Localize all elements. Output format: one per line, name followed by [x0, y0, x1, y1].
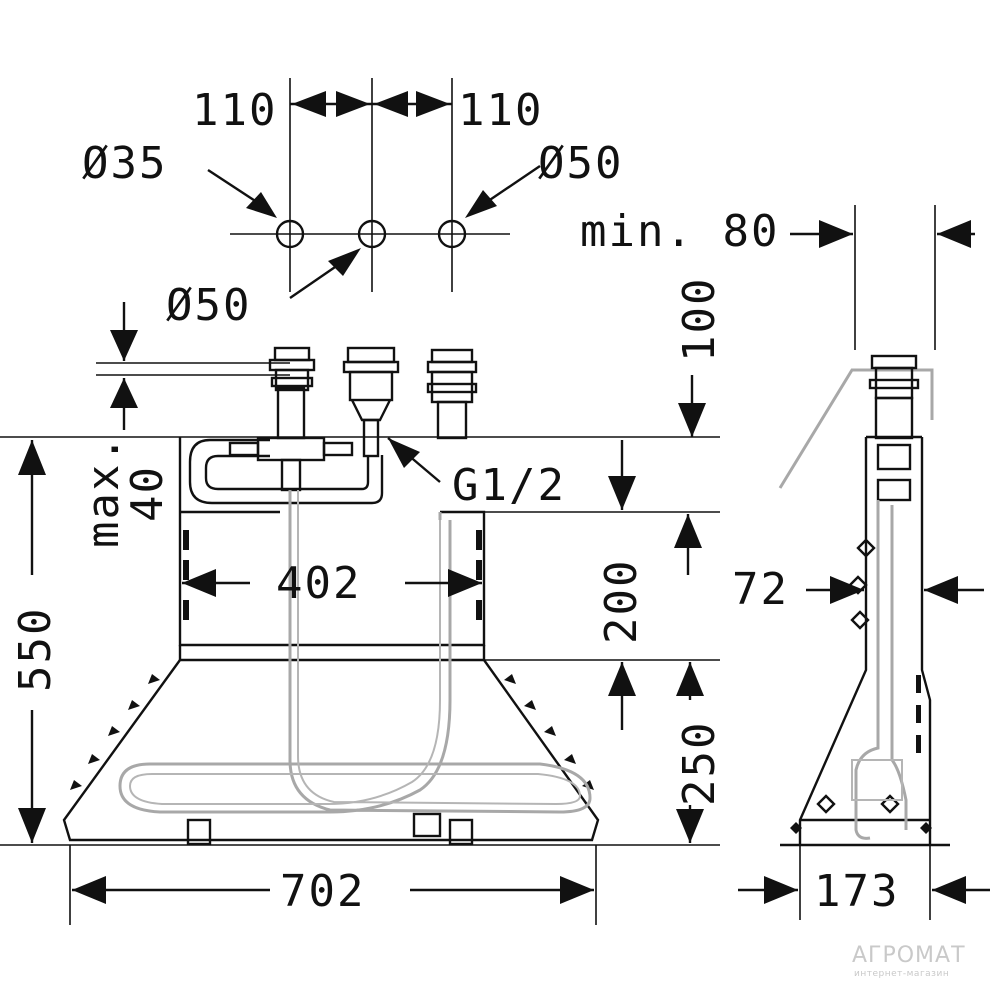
dim-250: 250 [674, 721, 725, 806]
watermark-logo: АГРОМАТ интернет-магазин [852, 943, 966, 979]
dim-max-label: max. [78, 434, 129, 548]
dim-72: 72 [732, 564, 789, 615]
valve-left [268, 346, 316, 392]
hole-left [275, 219, 305, 249]
dim-110-right: 110 [458, 85, 543, 136]
dim-550: 550 [10, 607, 61, 692]
side-view [738, 205, 990, 920]
dim-max-value: 40 [122, 465, 173, 522]
valve-center [342, 346, 400, 458]
dim-dia-50-center: Ø50 [166, 280, 251, 331]
hole-layout-view [207, 78, 541, 299]
valve-right [426, 348, 478, 440]
dim-dia-50-right: Ø50 [538, 138, 623, 189]
svg-text:АГРОМАТ: АГРОМАТ [852, 943, 966, 968]
dim-402: 402 [276, 558, 361, 609]
dim-min-80: min. 80 [580, 206, 779, 257]
dim-110-left: 110 [192, 85, 277, 136]
dim-173: 173 [814, 866, 899, 917]
dim-100: 100 [674, 277, 725, 362]
front-view [0, 302, 720, 925]
base-teeth [70, 674, 594, 790]
dim-200: 200 [596, 559, 647, 644]
hole-center [357, 219, 387, 249]
hole-right [437, 219, 467, 249]
dim-dia-35: Ø35 [82, 138, 167, 189]
svg-text:интернет-магазин: интернет-магазин [854, 969, 949, 979]
dim-702: 702 [280, 866, 365, 917]
frame-slots [183, 530, 482, 620]
dim-g12: G1/2 [452, 460, 566, 511]
